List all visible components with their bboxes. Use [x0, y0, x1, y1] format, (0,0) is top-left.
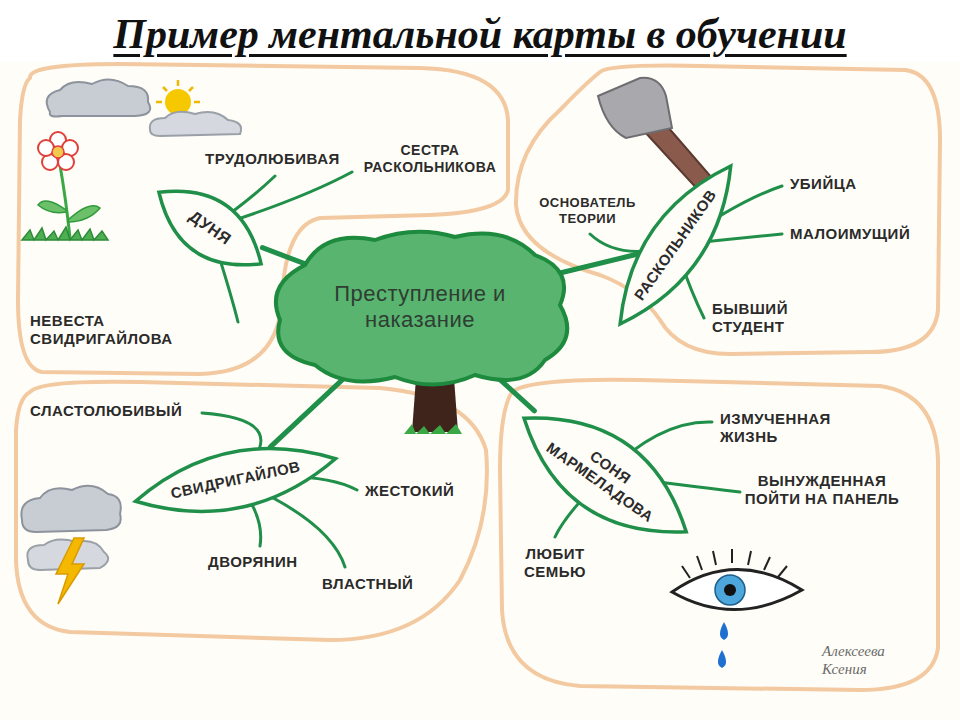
- flower-stem: [60, 165, 70, 238]
- cloud-drawing: [150, 112, 241, 136]
- eye-lashes: [682, 549, 787, 578]
- trait-label: МАЛОИМУЩИЙ: [790, 225, 910, 243]
- leaf-shape: [143, 169, 277, 286]
- character-name: СВИДРИГАЙЛОВ: [169, 457, 302, 502]
- grass-drawing: [22, 227, 108, 240]
- character-leaf: СОНЯ МАРМЕЛАДОВА: [496, 381, 713, 568]
- flower-leaf: [38, 201, 66, 213]
- trait-label: ИЗМУЧЕННАЯ ЖИЗНЬ: [720, 410, 870, 446]
- node-text-wrap: СВИДРИГАЙЛОВ: [124, 428, 345, 533]
- author-signature: Алексеева Ксения: [822, 642, 902, 678]
- leaf-shape: [502, 387, 708, 562]
- tear-drop: [720, 622, 728, 640]
- character-leaf: ДУНЯ: [139, 165, 281, 290]
- topic-title: Преступление и наказание: [330, 281, 510, 334]
- cloud-drawing: [47, 79, 151, 116]
- trait-label: НЕВЕСТА СВИДРИГАЙЛОВА: [30, 312, 230, 348]
- tear-drop: [718, 650, 726, 668]
- axe-head: [598, 78, 672, 138]
- trait-label: ОСНОВАТЕЛЬ ТЕОРИИ: [525, 195, 650, 226]
- flower-leaf: [68, 206, 100, 222]
- eye-pupil: [724, 584, 736, 596]
- trait-label: СЛАСТОЛЮБИВЫЙ: [30, 402, 182, 420]
- title-heading: Пример ментальной карты в обучении: [0, 10, 960, 58]
- title-text: Пример ментальной карты в обучении: [113, 11, 846, 57]
- character-name: СОНЯ МАРМЕЛАДОВА: [539, 422, 670, 529]
- eye-iris: [715, 575, 745, 605]
- branch-connector: [262, 248, 305, 264]
- topic-crown: Преступление и наказание: [265, 225, 575, 390]
- tree-trunk: [412, 378, 458, 432]
- trait-label: ВЫНУЖДЕННАЯ ПОЙТИ НА ПАНЕЛЬ: [742, 472, 902, 508]
- paper: [0, 62, 960, 720]
- tree-crown-shape: [276, 231, 567, 384]
- node-text-wrap: ДУНЯ: [139, 165, 281, 290]
- leaf-shape: [129, 431, 341, 528]
- node-text-wrap: СОНЯ МАРМЕЛАДОВА: [496, 381, 713, 568]
- character-name: РАСКОЛЬНИКОВ: [630, 186, 720, 304]
- branch-connector: [270, 371, 351, 447]
- region-outline: [500, 380, 938, 690]
- lightning-bolt: [56, 538, 84, 604]
- storm-cloud: [21, 486, 120, 532]
- trait-label: ВЛАСТНЫЙ: [322, 575, 413, 593]
- trait-label: СЕСТРА РАСКОЛЬНИКОВА: [360, 142, 500, 176]
- eye-outline: [672, 569, 802, 609]
- trait-label: ДВОРЯНИН: [208, 553, 298, 571]
- grass-drawing: [404, 424, 462, 434]
- trait-label: УБИЙЦА: [790, 175, 856, 193]
- character-name: ДУНЯ: [185, 207, 234, 249]
- node-text-wrap: Преступление и наказание: [265, 225, 575, 390]
- character-leaf: СВИДРИГАЙЛОВ: [124, 428, 345, 533]
- trait-label: ЖЕСТОКИЙ: [365, 482, 454, 500]
- trait-label: ЛЮБИТ СЕМЬЮ: [510, 545, 600, 581]
- flower-center: [52, 146, 64, 158]
- trait-label: БЫВШИЙ СТУДЕНТ: [712, 300, 832, 336]
- region-outline: [516, 66, 940, 354]
- trait-label: ТРУДОЛЮБИВАЯ: [205, 150, 340, 168]
